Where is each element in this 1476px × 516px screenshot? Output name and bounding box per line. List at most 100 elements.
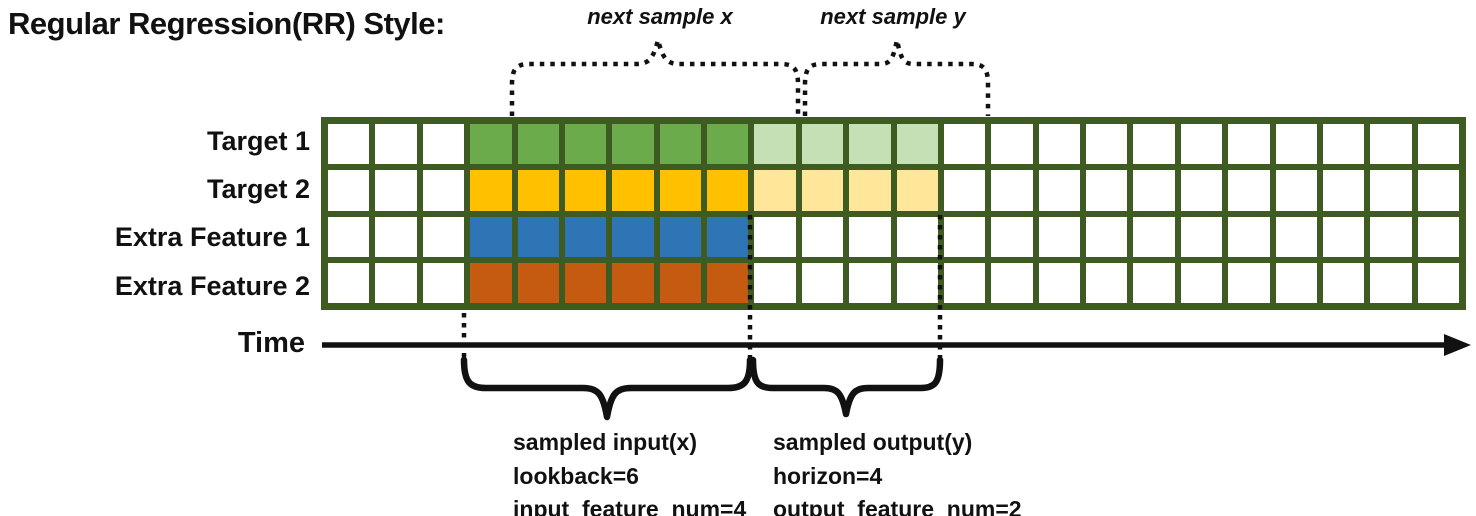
grid-cell — [1417, 216, 1459, 257]
grid-cell — [1228, 262, 1270, 303]
grid-cell — [1228, 170, 1270, 211]
grid-cell — [1322, 262, 1365, 303]
grid-cell — [801, 170, 844, 211]
grid-cell — [517, 262, 559, 303]
grid-cell — [470, 170, 512, 211]
row-label-target-2: Target 2 — [206, 174, 310, 204]
grid-cell — [1370, 262, 1412, 303]
grid-cell — [707, 262, 749, 303]
grid-cell — [1133, 262, 1175, 303]
next-sample-y-brace — [802, 39, 991, 116]
grid-cell — [517, 216, 559, 257]
grid-cell — [422, 216, 465, 257]
grid-cell — [422, 124, 465, 165]
grid-cell — [564, 124, 607, 165]
grid-cell — [707, 216, 749, 257]
grid-cell — [1133, 124, 1175, 165]
grid-cell — [328, 170, 370, 211]
grid-cell — [470, 216, 512, 257]
grid-cell — [612, 216, 654, 257]
grid-cell — [1417, 170, 1459, 211]
grid-cell — [1086, 170, 1128, 211]
sampled-input-text: sampled input(x) lookback=6 input_featur… — [513, 426, 746, 516]
sampled-output-text: sampled output(y) horizon=4 output_featu… — [773, 426, 1022, 516]
grid-cell — [564, 262, 607, 303]
grid-cell — [1370, 170, 1412, 211]
grid-cell — [612, 170, 654, 211]
grid-cell — [896, 216, 938, 257]
grid-cell — [1322, 170, 1365, 211]
grid-cell — [659, 262, 701, 303]
time-axis-arrowhead — [1444, 334, 1471, 356]
grid-cell — [328, 262, 370, 303]
grid-cell — [1275, 170, 1317, 211]
grid-cell — [1038, 262, 1080, 303]
grid-cell — [1180, 262, 1223, 303]
grid-cell — [375, 170, 417, 211]
grid-cell — [1180, 124, 1223, 165]
grid-cell — [328, 216, 370, 257]
grid-cell — [1180, 170, 1223, 211]
grid-cell — [659, 170, 701, 211]
grid-cell — [375, 262, 417, 303]
sampled-output-brace — [749, 356, 944, 418]
grid-cell — [564, 170, 607, 211]
grid-cell — [849, 262, 891, 303]
sampled-input-brace — [460, 356, 754, 421]
next-sample-y-label: next sample y — [820, 4, 966, 29]
grid-cell — [564, 216, 607, 257]
grid-cell — [1038, 170, 1080, 211]
grid-cell — [1086, 262, 1128, 303]
input-feature-num-value: input_feature_num=4 — [513, 496, 747, 516]
row-label-extra-feature-1: Extra Feature 1 — [114, 222, 310, 252]
grid-cell — [612, 124, 654, 165]
grid-cell — [896, 170, 938, 211]
grid-cell — [991, 124, 1033, 165]
lookback-value: lookback=6 — [513, 462, 639, 489]
horizon-value: horizon=4 — [773, 462, 883, 489]
grid-cell — [422, 170, 465, 211]
grid-cell — [754, 262, 796, 303]
grid-cell — [754, 124, 796, 165]
grid-cell — [943, 262, 986, 303]
grid-cell — [1322, 124, 1365, 165]
grid-cell — [470, 262, 512, 303]
grid-cell — [991, 262, 1033, 303]
grid-cell — [754, 216, 796, 257]
grid-cell — [1133, 216, 1175, 257]
time-series-grid — [321, 117, 1466, 310]
grid-cell — [801, 216, 844, 257]
grid-cell — [943, 216, 986, 257]
grid-cell — [422, 262, 465, 303]
grid-cell — [1417, 262, 1459, 303]
grid-cell — [1370, 124, 1412, 165]
grid-cell — [375, 216, 417, 257]
grid-cell — [470, 124, 512, 165]
diagram-title: Regular Regression(RR) Style: — [8, 6, 445, 41]
grid-cell — [517, 170, 559, 211]
grid-cell — [991, 216, 1033, 257]
grid-cell — [801, 124, 844, 165]
grid-cell — [1086, 124, 1128, 165]
row-label-target-1: Target 1 — [206, 126, 310, 156]
grid-cell — [612, 262, 654, 303]
grid-cell — [1180, 216, 1223, 257]
grid-cell — [1228, 216, 1270, 257]
grid-cell — [896, 262, 938, 303]
grid-cell — [1322, 216, 1365, 257]
grid-cell — [375, 124, 417, 165]
grid-cell — [801, 262, 844, 303]
grid-cell — [943, 124, 986, 165]
grid-cell — [1275, 262, 1317, 303]
grid-cell — [1228, 124, 1270, 165]
grid-cell — [1275, 124, 1317, 165]
grid-cell — [707, 124, 749, 165]
grid-cell — [517, 124, 559, 165]
grid-cell — [1038, 216, 1080, 257]
grid-cell — [1038, 124, 1080, 165]
grid-cell — [991, 170, 1033, 211]
row-label-extra-feature-2: Extra Feature 2 — [114, 271, 310, 301]
output-feature-num-value: output_feature_num=2 — [773, 496, 1022, 516]
grid-cell — [659, 124, 701, 165]
